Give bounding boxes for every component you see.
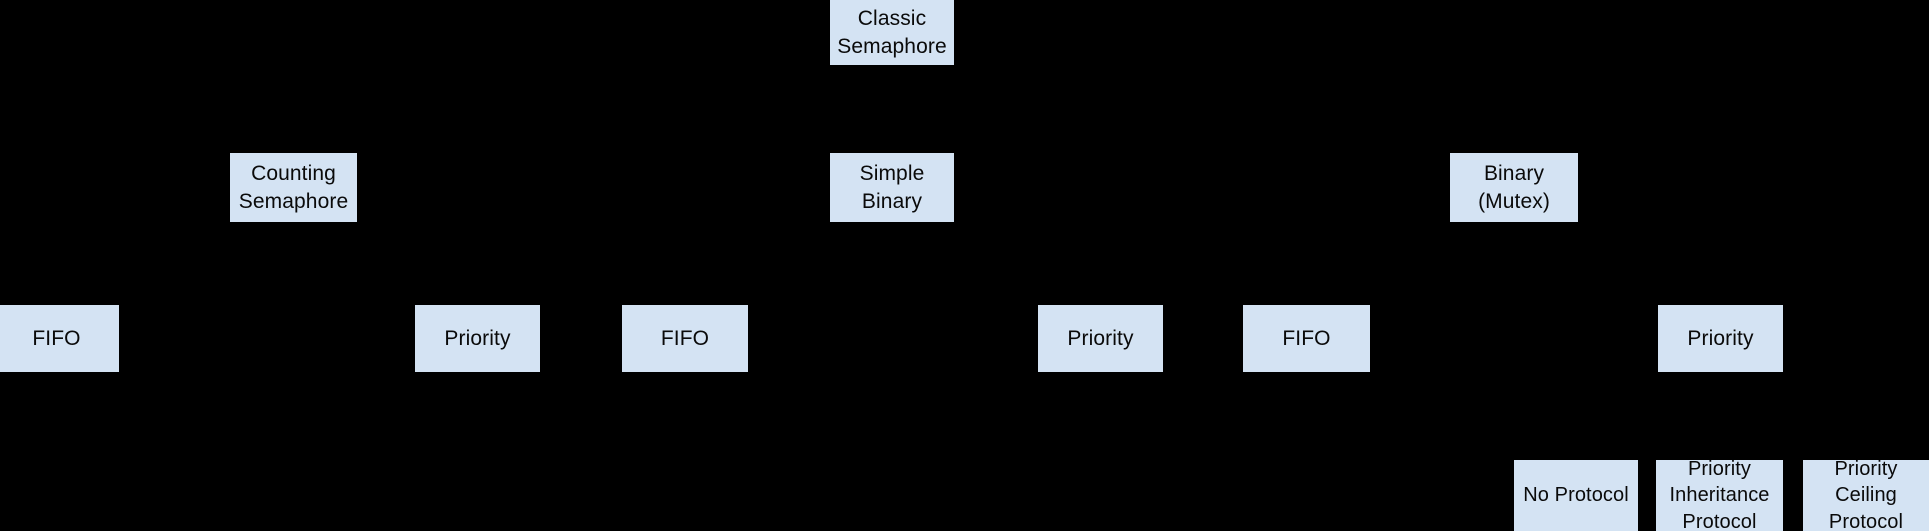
node-counting-priority[interactable]: Priority bbox=[415, 305, 540, 372]
node-mutex-priority[interactable]: Priority bbox=[1658, 305, 1783, 372]
node-no-protocol[interactable]: No Protocol bbox=[1514, 460, 1638, 531]
node-simple-binary[interactable]: Simple Binary bbox=[830, 153, 954, 222]
node-counting-semaphore[interactable]: Counting Semaphore bbox=[230, 153, 357, 222]
node-mutex-fifo[interactable]: FIFO bbox=[1243, 305, 1370, 372]
node-binary-mutex[interactable]: Binary (Mutex) bbox=[1450, 153, 1578, 222]
node-simple-binary-fifo[interactable]: FIFO bbox=[622, 305, 748, 372]
node-priority-inheritance-protocol[interactable]: Priority Inheritance Protocol bbox=[1656, 458, 1783, 531]
node-classic-semaphore[interactable]: Classic Semaphore bbox=[830, 0, 954, 65]
node-priority-ceiling-protocol[interactable]: Priority Ceiling Protocol bbox=[1803, 458, 1929, 531]
node-simple-binary-priority[interactable]: Priority bbox=[1038, 305, 1163, 372]
node-counting-fifo[interactable]: FIFO bbox=[0, 305, 119, 372]
